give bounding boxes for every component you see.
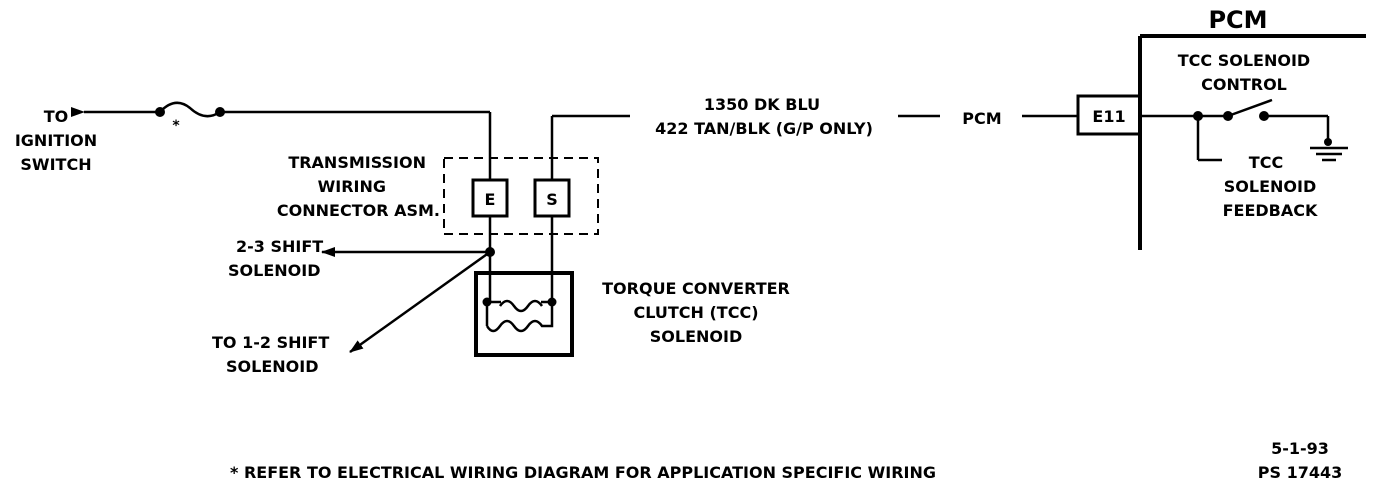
tcc-solenoid-box	[474, 271, 574, 357]
wire-label-1: 1350 DK BLU	[704, 95, 820, 114]
trans-connector-label-2: WIRING	[318, 177, 386, 196]
solenoid-coil-icon	[482, 297, 557, 333]
shift-23-label-2: SOLENOID	[228, 261, 320, 280]
pcm-wire-label: PCM	[962, 109, 1001, 128]
tcc-feedback-label-1: TCC	[1249, 153, 1283, 172]
ps-number: PS 17443	[1258, 463, 1342, 482]
tcc-label-1: TORQUE CONVERTER	[602, 279, 790, 298]
date-stamp: 5-1-93	[1271, 439, 1329, 458]
tcc-control-label-2: CONTROL	[1201, 75, 1287, 94]
wire-label-2: 422 TAN/BLK (G/P ONLY)	[655, 119, 873, 138]
tcc-control-label-1: TCC SOLENOID	[1178, 51, 1310, 70]
ignition-label-2: IGNITION	[15, 131, 97, 150]
solenoid-feed-wire	[321, 216, 554, 354]
pin-s-label: S	[546, 190, 558, 209]
solenoid-signal-wire	[550, 114, 1078, 180]
tcc-control-circuit	[1140, 98, 1348, 162]
ignition-label-1: TO	[44, 107, 69, 126]
footnote: * REFER TO ELECTRICAL WIRING DIAGRAM FOR…	[230, 463, 936, 482]
connector-pin-e	[471, 178, 509, 218]
trans-connector-label-3: CONNECTOR ASM.	[277, 201, 440, 220]
switch-contact	[1227, 98, 1273, 118]
tcc-feedback-label-3: FEEDBACK	[1223, 201, 1318, 220]
trans-connector-label-1: TRANSMISSION	[288, 153, 426, 172]
pcm-pin-e11	[1076, 94, 1142, 136]
shift-23-label-1: 2-3 SHIFT	[236, 237, 323, 256]
ignition-label-3: SWITCH	[20, 155, 91, 174]
fuse-symbol	[159, 101, 221, 118]
tcc-label-3: SOLENOID	[650, 327, 742, 346]
ignition-feed-wire	[71, 101, 492, 180]
pcm-title: PCM	[1208, 6, 1267, 34]
tcc-label-2: CLUTCH (TCC)	[634, 303, 759, 322]
shift-12-label-2: SOLENOID	[226, 357, 318, 376]
pin-e-label: E	[485, 190, 496, 209]
tcc-feedback-label-2: SOLENOID	[1224, 177, 1316, 196]
transmission-connector-outline	[443, 157, 599, 235]
fuse-footnote-mark: *	[172, 118, 180, 134]
pcm-boundary	[1138, 34, 1366, 250]
shift-12-label-1: TO 1-2 SHIFT	[212, 333, 329, 352]
pin-e11-label: E11	[1092, 107, 1125, 126]
